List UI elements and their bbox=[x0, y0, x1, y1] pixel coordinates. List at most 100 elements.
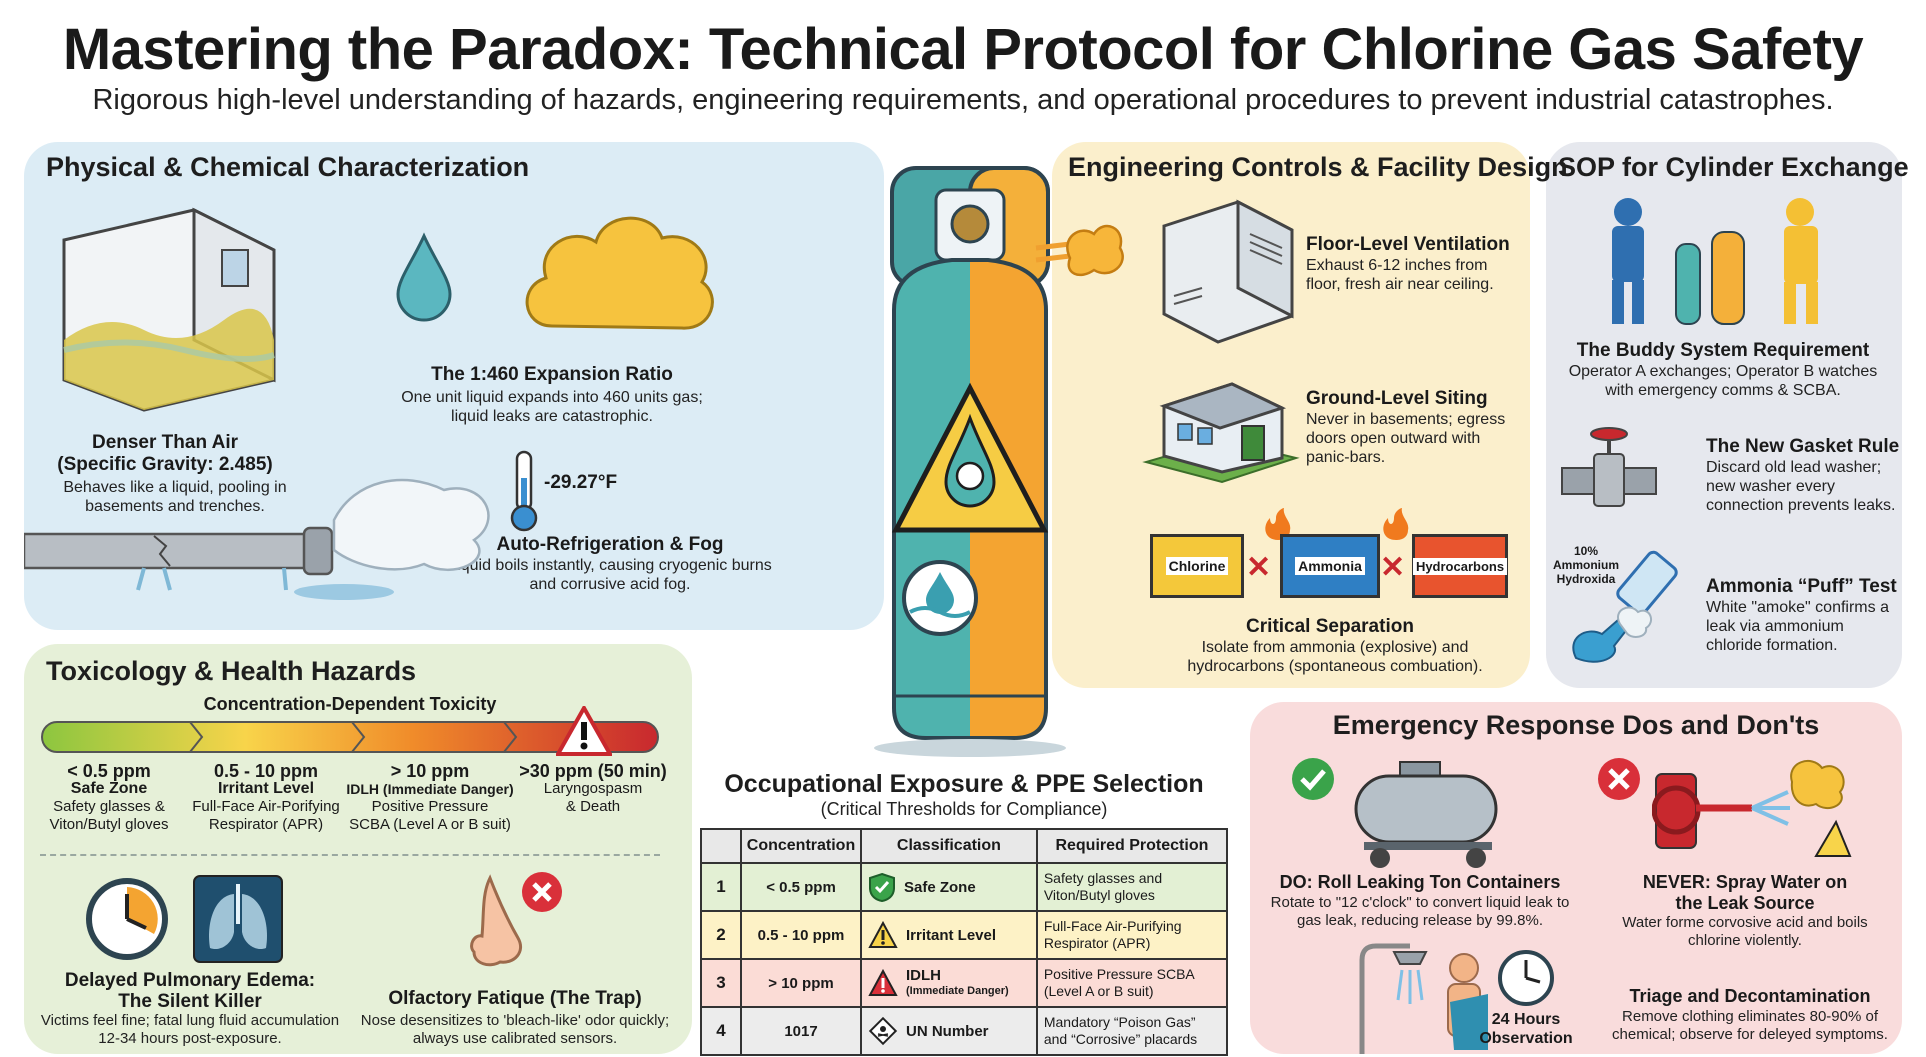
container-label: Hydrocarbons bbox=[1412, 557, 1508, 575]
siting-text: Never in basements; egress doors open ou… bbox=[1306, 411, 1506, 466]
clock-icon bbox=[1498, 950, 1554, 1006]
siting-title: Ground-Level Siting bbox=[1306, 388, 1488, 409]
denser-text: Behaves like a liquid, pooling in baseme… bbox=[63, 479, 287, 515]
check-icon bbox=[1292, 758, 1334, 800]
protection-cell: Positive Pressure SCBA (Level A or B sui… bbox=[1035, 958, 1229, 1008]
gas-puff-icon bbox=[1035, 224, 1124, 277]
tox-range: > 10 ppm bbox=[390, 761, 470, 781]
warning-icon bbox=[868, 921, 898, 948]
ventilation-title: Floor-Level Ventilation bbox=[1306, 234, 1510, 255]
classification-sublabel: (Immediate Danger) bbox=[906, 984, 1009, 997]
triage-title: Triage and Decontamination bbox=[1629, 986, 1871, 1006]
tox-level-4: >30 ppm (50 min) Laryngospasm & Death bbox=[510, 762, 676, 816]
classification-label: IDLH bbox=[906, 966, 941, 984]
row-number: 1 bbox=[700, 862, 742, 912]
water-hose-icon bbox=[1652, 759, 1852, 857]
concentration-cell: 1017 bbox=[740, 1006, 862, 1056]
liquid-drop-icon bbox=[396, 232, 452, 322]
clock-icon bbox=[86, 878, 168, 960]
tox-level-3: > 10 ppm IDLH (Immediate Danger) Positiv… bbox=[340, 762, 520, 834]
classification-cell: UN Number bbox=[860, 1006, 1038, 1056]
chlorine-cylinder-icon bbox=[874, 166, 1066, 757]
tox-range: 0.5 - 10 ppm bbox=[213, 761, 319, 781]
tox-text: Laryngospasm & Death bbox=[543, 780, 643, 815]
denser-title: Denser Than Air (Specific Gravity: 2.485… bbox=[57, 432, 273, 475]
ventilation-text: Exhaust 6-12 inches from floor, fresh ai… bbox=[1306, 257, 1494, 293]
cross-icon bbox=[522, 872, 562, 912]
concentration-cell: < 0.5 ppm bbox=[740, 862, 862, 912]
bottle-label: 10% Ammonium Hydroxida bbox=[1553, 544, 1619, 586]
hazard-diamond-icon bbox=[868, 1016, 898, 1046]
physical-title: Physical & Chemical Characterization bbox=[46, 152, 530, 182]
never-title: NEVER: Spray Water on the Leak Source bbox=[1642, 872, 1848, 913]
olfactory-text: Nose desensitizes to 'bleach-like' odor … bbox=[360, 1012, 670, 1047]
triage-text: Remove clothing eliminates 80-90% of che… bbox=[1612, 1008, 1888, 1043]
classification-cell: Safe Zone bbox=[860, 862, 1038, 912]
puff-title: Ammonia “Puff” Test bbox=[1706, 576, 1897, 597]
edema-text: Victims feel fine; fatal lung fluid accu… bbox=[40, 1012, 340, 1047]
table-header: Required Protection bbox=[1035, 828, 1229, 864]
table-row: 1 < 0.5 ppm Safe Zone Safety glasses and… bbox=[700, 862, 1229, 912]
tox-range: >30 ppm (50 min) bbox=[519, 761, 667, 781]
olfactory-title: Olfactory Fatique (The Trap) bbox=[388, 988, 642, 1009]
tox-name: Irritant Level bbox=[217, 780, 315, 797]
toxicity-bar-title: Concentration-Dependent Toxicity bbox=[203, 694, 497, 714]
tox-text: Positive Pressure SCBA (Level A or B sui… bbox=[349, 798, 511, 833]
separation-text: Isolate from ammonia (explosive) and hyd… bbox=[1187, 639, 1483, 675]
table-row: 4 1017 UN Number Mandatory “Poison Gas” … bbox=[700, 1006, 1229, 1056]
divider bbox=[40, 854, 660, 856]
warning-icon bbox=[556, 706, 612, 756]
cross-icon bbox=[1598, 758, 1640, 800]
table-header-row: Concentration Classification Required Pr… bbox=[700, 828, 1229, 864]
room-gas-icon bbox=[62, 207, 276, 412]
container-label: Chlorine bbox=[1165, 557, 1229, 575]
tox-text: Full-Face Air-Porifying Respirator (APR) bbox=[192, 798, 340, 833]
tox-name: Safe Zone bbox=[70, 780, 148, 797]
expansion-title: The 1:460 Expansion Ratio bbox=[431, 364, 673, 385]
toxicology-title: Toxicology & Health Hazards bbox=[46, 656, 417, 686]
gas-cloud-icon bbox=[525, 216, 714, 330]
thermometer-icon bbox=[510, 450, 538, 532]
gasket-title: The New Gasket Rule bbox=[1706, 436, 1900, 457]
shield-icon bbox=[869, 872, 895, 902]
table-header: Concentration bbox=[740, 828, 862, 864]
puff-text: White "amoke" confirms a leak via ammoni… bbox=[1706, 599, 1889, 654]
chlorine-container: Chlorine bbox=[1150, 534, 1244, 598]
tox-text: Safety glasses & Viton/Butyl gloves bbox=[49, 798, 169, 833]
emergency-title: Emergency Response Dos and Don'ts bbox=[1332, 710, 1820, 740]
tox-level-1: < 0.5 ppm Safe Zone Safety glasses & Vit… bbox=[34, 762, 184, 834]
engineering-title: Engineering Controls & Facility Design bbox=[1068, 152, 1568, 182]
lungs-xray-icon bbox=[193, 875, 283, 963]
emergency-panel bbox=[1250, 702, 1902, 1054]
container-label: Ammonia bbox=[1295, 557, 1365, 575]
flame-icon bbox=[1383, 508, 1409, 540]
gasket-text: Discard old lead washer; new washer ever… bbox=[1706, 459, 1896, 514]
x-mark-icon: ✕ bbox=[1380, 551, 1406, 584]
concentration-cell: 0.5 - 10 ppm bbox=[740, 910, 862, 960]
table-row: 2 0.5 - 10 ppm Irritant Level Full-Face … bbox=[700, 910, 1229, 960]
buddy-text: Operator A exchanges; Operator B watches… bbox=[1568, 363, 1878, 399]
buddy-title: The Buddy System Requirement bbox=[1576, 340, 1870, 361]
sop-title: SOP for Cylinder Exchange bbox=[1558, 152, 1909, 182]
row-number: 2 bbox=[700, 910, 742, 960]
classification-cell: IDLH(Immediate Danger) bbox=[860, 958, 1038, 1008]
occupational-subtitle: (Critical Thresholds for Compliance) bbox=[820, 799, 1108, 819]
do-title: DO: Roll Leaking Ton Containers bbox=[1279, 872, 1561, 892]
table-header: Classification bbox=[860, 828, 1038, 864]
page-title: Mastering the Paradox: Technical Protoco… bbox=[62, 17, 1864, 82]
ammonia-puff-test-icon bbox=[1572, 550, 1678, 663]
tox-range: < 0.5 ppm bbox=[67, 761, 151, 781]
hydrocarbons-container: Hydrocarbons bbox=[1412, 534, 1508, 598]
flame-icon bbox=[1265, 508, 1291, 540]
protection-cell: Safety glasses and Viton/Butyl gloves bbox=[1035, 862, 1229, 912]
edema-title: Delayed Pulmonary Edema: The Silent Kill… bbox=[64, 970, 316, 1012]
refrig-text: Liquid boils instantly, causing cryogeni… bbox=[448, 557, 772, 593]
valve-gasket-icon bbox=[1561, 427, 1657, 507]
classification-label: Safe Zone bbox=[904, 878, 976, 896]
do-text: Rotate to "12 c'clock" to convert liquid… bbox=[1270, 894, 1570, 929]
row-number: 4 bbox=[700, 1006, 742, 1056]
tox-name: IDLH (Immediate Danger) bbox=[346, 781, 514, 797]
x-mark-icon: ✕ bbox=[1246, 551, 1272, 584]
danger-icon bbox=[868, 969, 898, 996]
concentration-cell: > 10 ppm bbox=[740, 958, 862, 1008]
